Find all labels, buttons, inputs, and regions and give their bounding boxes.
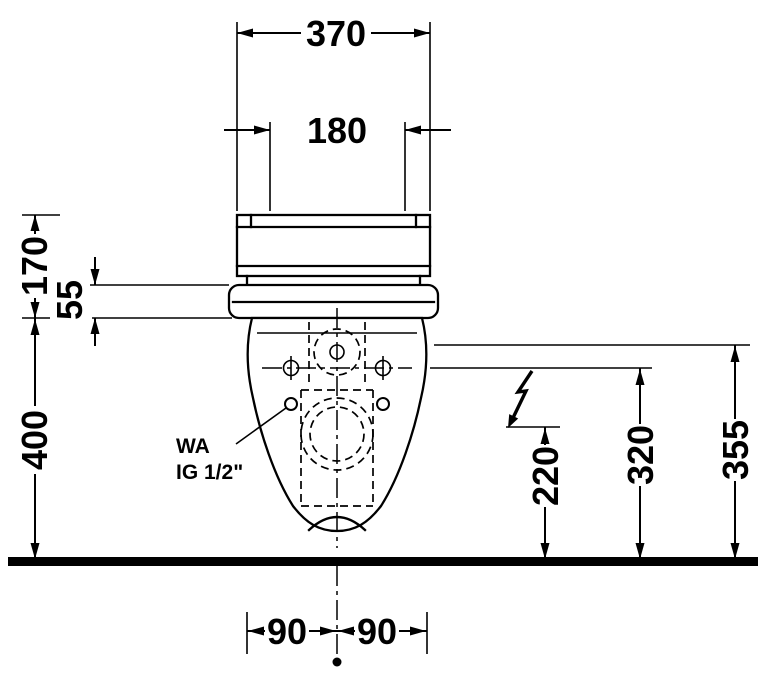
dimension-90-left: 90 <box>247 611 337 652</box>
dimension-370: 370 <box>237 13 430 54</box>
toilet-front-view <box>227 213 440 533</box>
water-connection-label: WA IG 1/2" <box>176 407 287 484</box>
center-point-dot <box>332 657 342 667</box>
dim-55-label: 55 <box>49 280 90 320</box>
electrical-bolt-icon <box>508 370 534 428</box>
leader-line <box>235 407 287 445</box>
water-label-line2: IG 1/2" <box>176 461 243 484</box>
extension-lines <box>22 22 750 654</box>
dim-180-label: 180 <box>307 110 367 151</box>
dimension-180: 180 <box>224 110 451 151</box>
connection-point-right <box>376 397 390 411</box>
hidden-details <box>262 322 412 507</box>
dim-320-label: 320 <box>620 425 661 485</box>
dimension-55: 55 <box>49 257 100 346</box>
dimension-170: 170 <box>14 215 55 318</box>
water-label-line1: WA <box>176 435 210 458</box>
dimension-355: 355 <box>715 345 756 560</box>
inlet-circle <box>313 328 361 376</box>
dim-355-label: 355 <box>715 420 756 480</box>
dim-170-label: 170 <box>14 236 55 296</box>
center-line <box>332 308 342 667</box>
dimension-90-right: 90 <box>337 611 427 652</box>
dim-90-right-label: 90 <box>357 611 397 652</box>
dim-220-label: 220 <box>525 446 566 506</box>
dim-90-left-label: 90 <box>267 611 307 652</box>
dimension-220: 220 <box>525 427 566 560</box>
water-connection-point <box>284 397 298 411</box>
dim-400-label: 400 <box>14 410 55 470</box>
dim-370-label: 370 <box>306 13 366 54</box>
dimension-400: 400 <box>14 318 55 560</box>
dimension-320: 320 <box>620 368 661 560</box>
